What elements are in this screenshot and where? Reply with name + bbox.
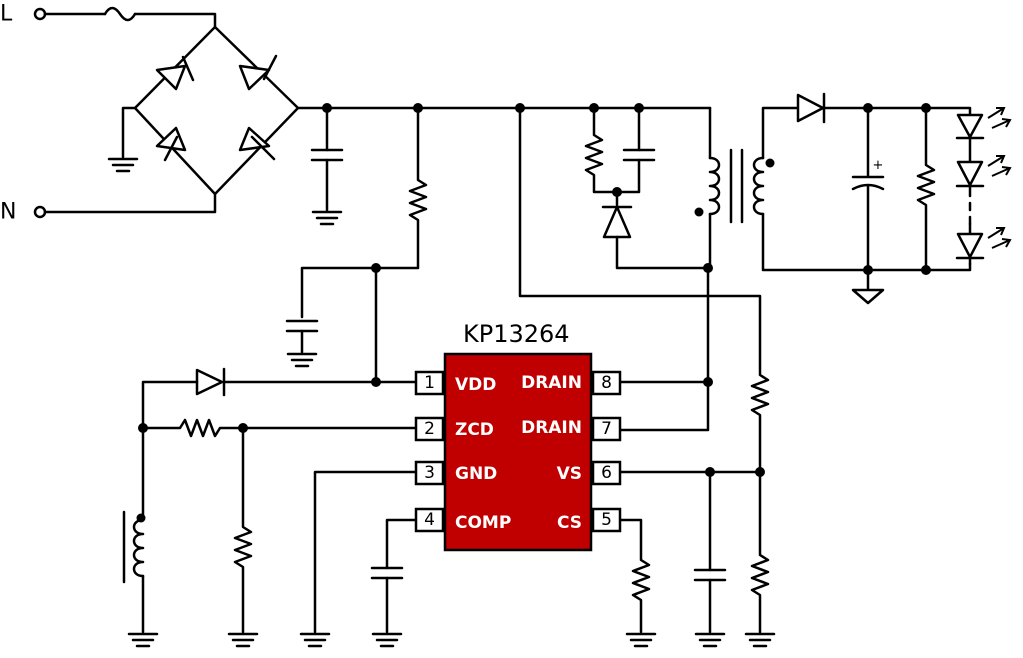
line-terminal: L <box>0 2 47 27</box>
comp-capacitor <box>370 518 418 648</box>
pin-name: DRAIN <box>521 373 582 393</box>
pin-2: 2 ZCD <box>414 416 494 442</box>
pin-6: 6 VS <box>557 460 622 486</box>
led-string <box>955 107 1012 266</box>
pin-number: 8 <box>601 373 612 393</box>
neutral-wire <box>43 192 217 214</box>
line-wire <box>43 12 217 29</box>
chip-body <box>443 352 593 552</box>
pin-name: CS <box>557 513 582 533</box>
pin-number: 5 <box>601 510 612 530</box>
bulk-capacitor <box>310 106 344 226</box>
pin-7: 7 DRAIN <box>521 416 622 442</box>
pin-number: 7 <box>601 419 612 439</box>
output-stage: + <box>761 92 972 305</box>
chip-name: KP13264 <box>463 320 570 348</box>
pin-name: COMP <box>455 513 511 533</box>
neutral-terminal: N <box>0 200 47 225</box>
cs-resistor <box>618 518 657 648</box>
cap-polarity-label: + <box>873 158 884 173</box>
vs-capacitor <box>693 470 727 648</box>
pin-name: ZCD <box>455 420 494 440</box>
transformer <box>694 106 775 270</box>
pin-name: VDD <box>455 375 496 395</box>
pin-5: 5 CS <box>557 507 622 533</box>
gnd-net <box>313 470 418 634</box>
pin-8: 8 DRAIN <box>521 370 622 396</box>
pin-number: 1 <box>424 373 435 393</box>
aux-network <box>122 367 418 648</box>
pin-4: 4 COMP <box>414 507 511 533</box>
line-label: L <box>0 2 13 27</box>
neutral-label: N <box>0 200 16 225</box>
pin-3: 3 GND <box>414 460 497 486</box>
pin-number: 3 <box>424 463 435 483</box>
pin-number: 6 <box>601 463 612 483</box>
controller-ic: KP13264 1 VDD 2 ZCD 3 GND 4 COMP 8 DRAIN <box>414 320 622 552</box>
fuse <box>103 6 137 22</box>
pin-name: GND <box>455 464 497 484</box>
vdd-capacitor <box>285 319 319 368</box>
rcd-snubber <box>584 106 710 270</box>
pin-1: 1 VDD <box>414 370 496 396</box>
bridge-rectifier <box>107 25 300 196</box>
pin-name: VS <box>557 464 582 484</box>
pin-name: DRAIN <box>521 418 582 438</box>
drain-net <box>618 266 710 432</box>
pin-number: 4 <box>424 510 435 530</box>
pin-number: 2 <box>424 419 435 439</box>
